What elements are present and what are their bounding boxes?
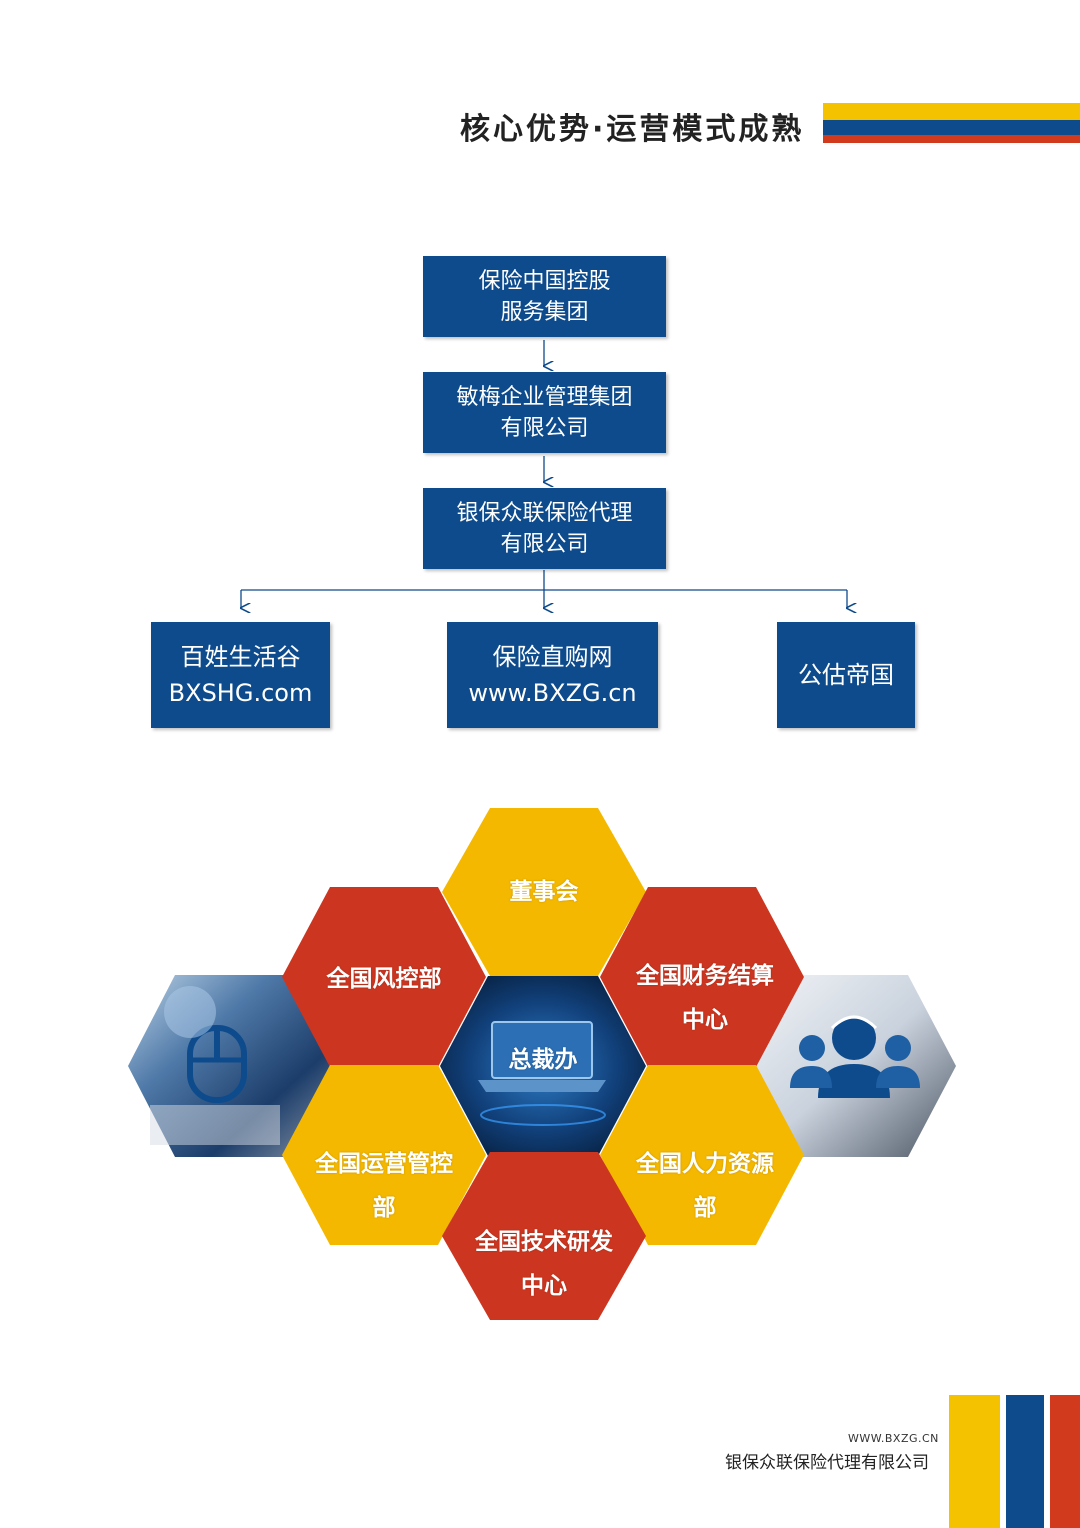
- org-box-agency: 银保众联保险代理 有限公司: [423, 488, 666, 569]
- hex-label-tech-rd: 全国技术研发 中心: [475, 1229, 613, 1299]
- org-box-holding-group: 保险中国控股 服务集团: [423, 256, 666, 337]
- user-group-icon: [790, 1015, 920, 1098]
- hex-label-finance: 全国财务结算 中心: [636, 963, 774, 1033]
- hex-lower-right: [600, 1065, 804, 1245]
- header-stripe-red: [823, 135, 1080, 143]
- footer-bar-yellow: [949, 1395, 1000, 1528]
- laptop-icon: [478, 1021, 606, 1126]
- hex-label-risk-control: 全国风控部: [326, 966, 442, 992]
- hex-label-board: 董事会: [509, 879, 579, 905]
- org-box-bxzg: 保险直购网 www.BXZG.cn: [447, 622, 658, 728]
- hex-lower-left: [282, 1065, 486, 1245]
- hex-upper-left: [282, 887, 486, 1067]
- hex-bottom: [442, 1152, 646, 1320]
- page-title: 核心优势·运营模式成熟: [460, 112, 805, 147]
- header-stripe-blue: [823, 120, 1080, 135]
- hex-label-president-office: 总裁办: [508, 1047, 578, 1073]
- footer-url: WWW.BXZG.CN: [848, 1432, 939, 1445]
- org-box-bxshg: 百姓生活谷 BXSHG.com: [151, 622, 330, 728]
- header-stripe-yellow: [823, 103, 1080, 120]
- footer-bar-red: [1050, 1395, 1080, 1528]
- footer-bar-blue: [1006, 1395, 1044, 1528]
- org-box-management-group: 敏梅企业管理集团 有限公司: [423, 372, 666, 453]
- hex-top: [442, 808, 646, 976]
- hex-label-hr: 全国人力资源 部: [636, 1151, 774, 1221]
- hex-label-operations: 全国运营管控 部: [315, 1151, 453, 1221]
- computer-mouse-icon: [150, 986, 280, 1145]
- footer-company: 银保众联保险代理有限公司: [725, 1453, 929, 1473]
- org-box-appraisal: 公估帝国: [777, 622, 915, 728]
- hex-upper-right: [600, 887, 804, 1067]
